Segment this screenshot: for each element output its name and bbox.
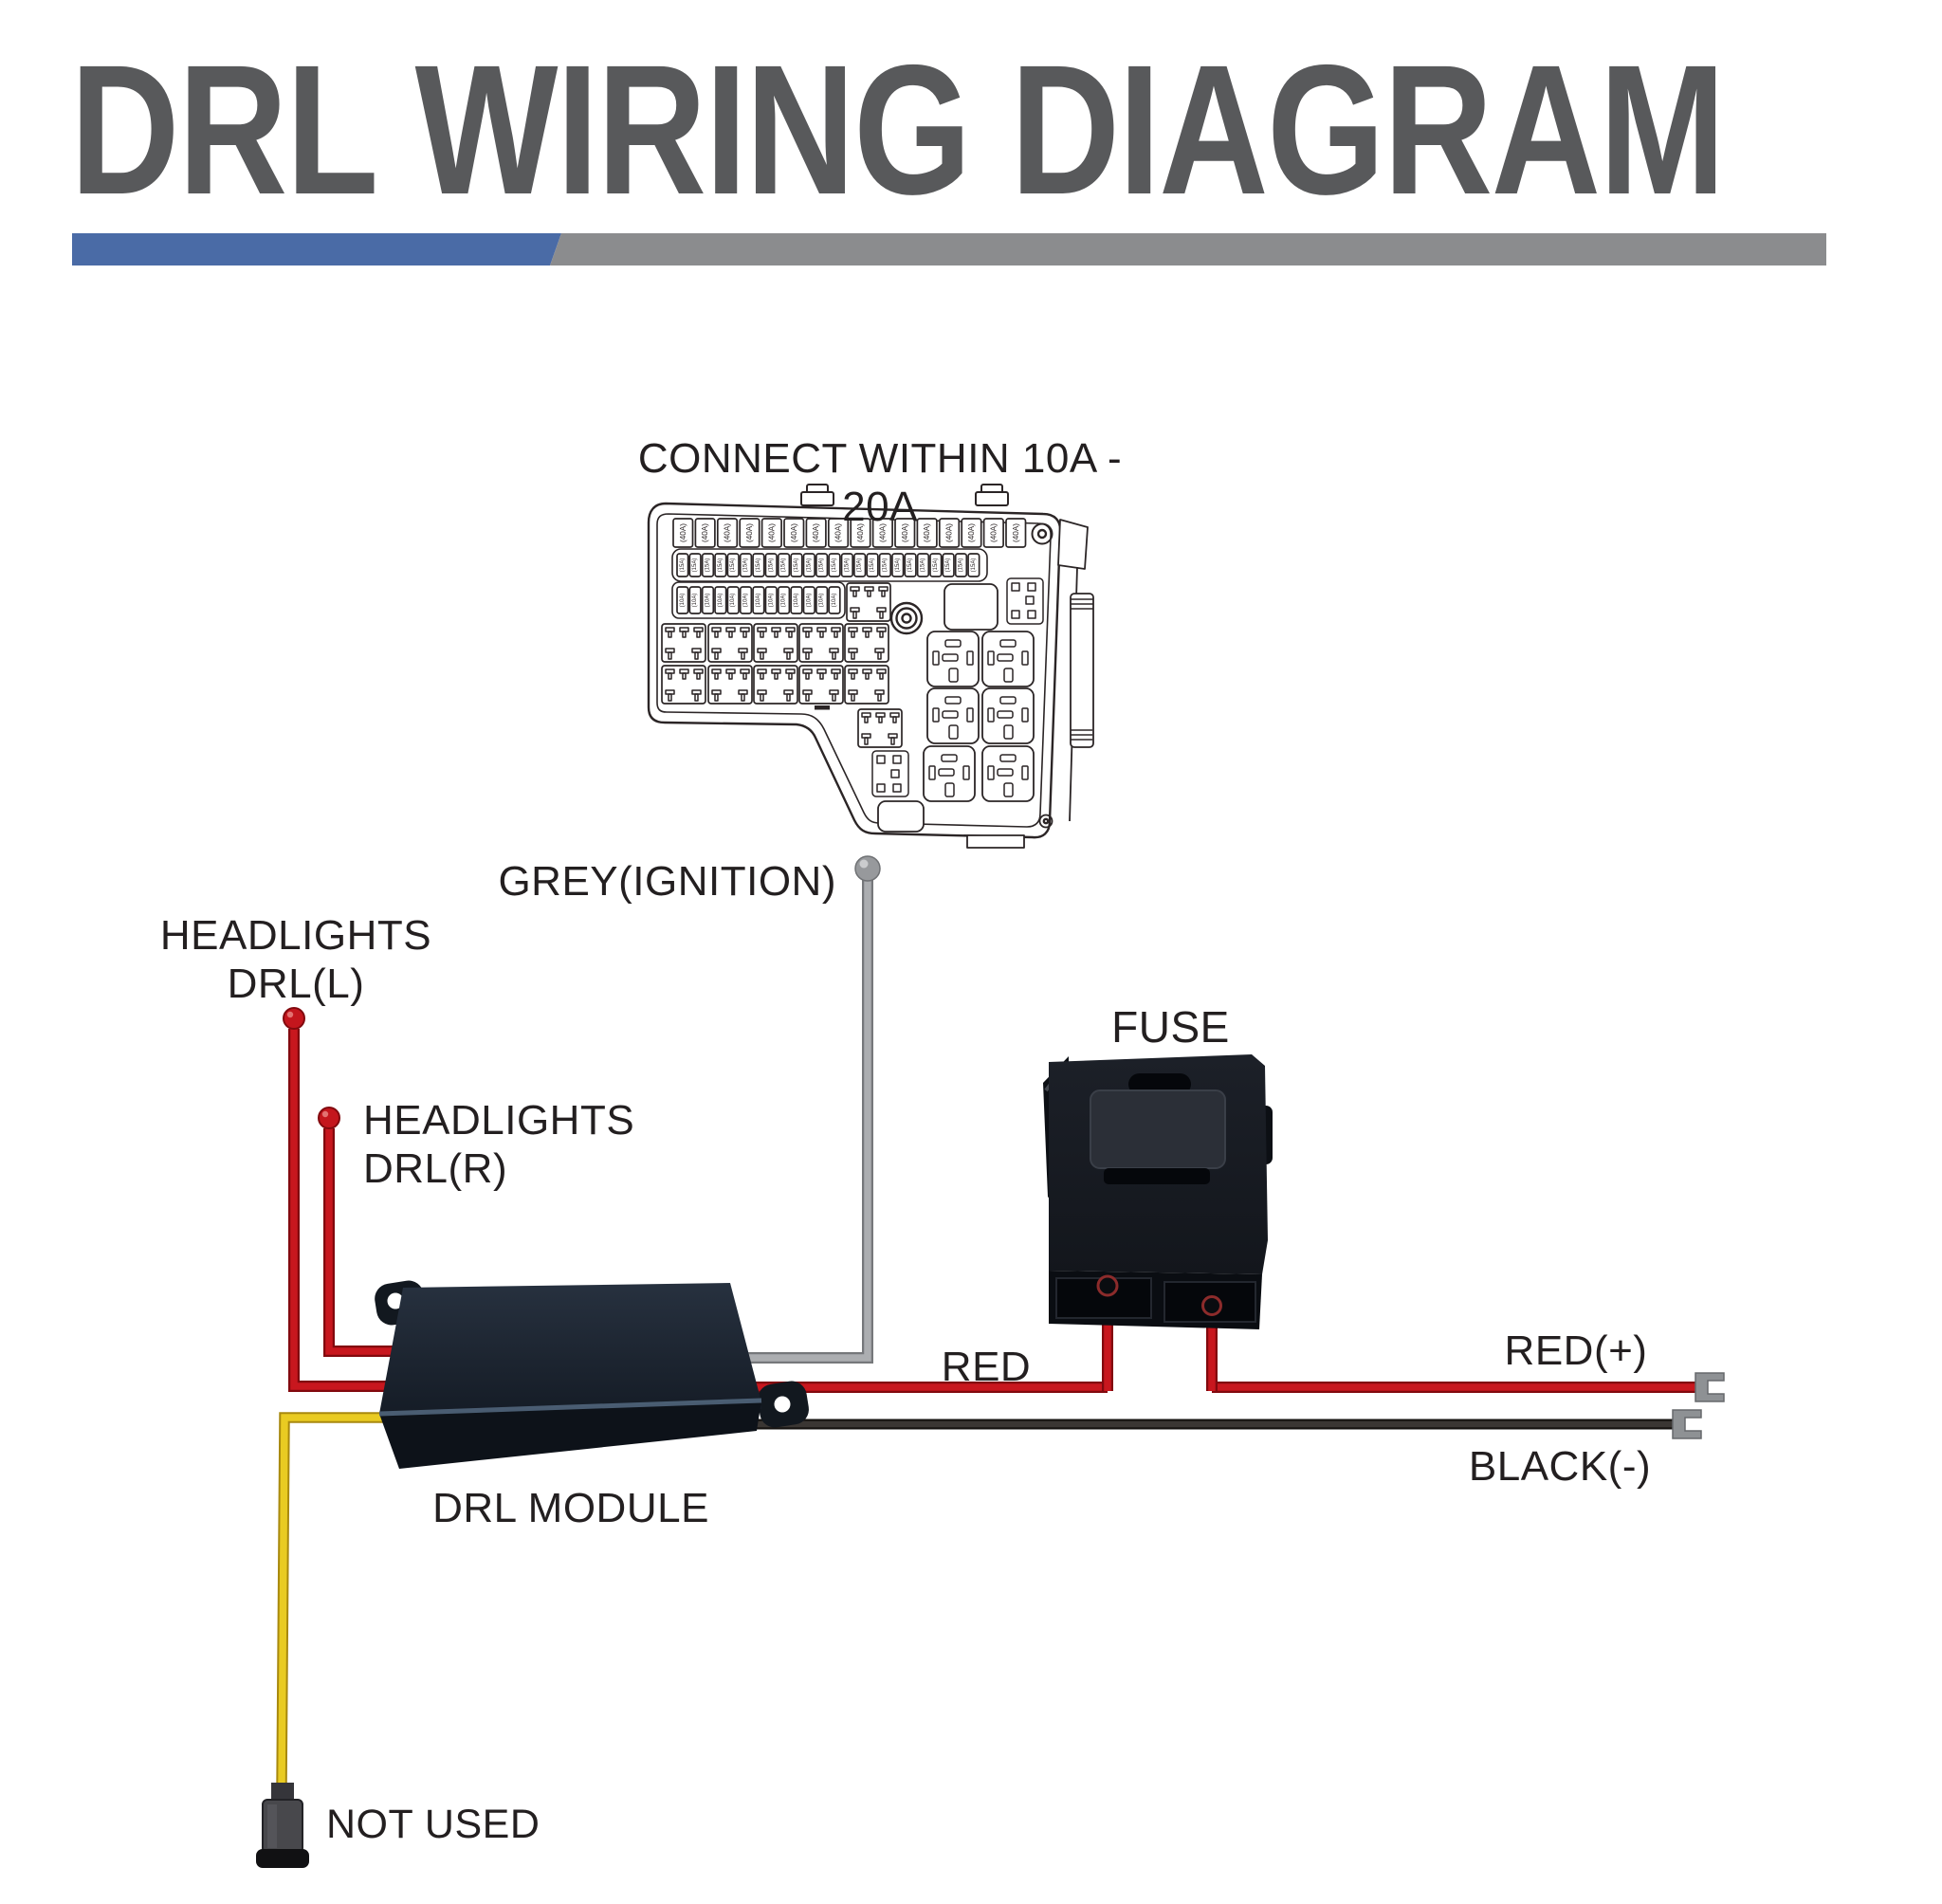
svg-text:(15A): (15A) [971, 558, 977, 573]
svg-text:(10A): (10A) [832, 594, 837, 608]
svg-text:(15A): (15A) [768, 558, 774, 573]
red-power-wire [755, 1286, 1695, 1393]
svg-text:(15A): (15A) [945, 558, 951, 573]
svg-text:(15A): (15A) [819, 558, 825, 573]
svg-text:(40A): (40A) [701, 523, 709, 542]
svg-text:(15A): (15A) [730, 558, 736, 573]
svg-text:(40A): (40A) [901, 523, 909, 542]
svg-text:(15A): (15A) [743, 558, 749, 573]
headlights-drl-left-label: HEADLIGHTS DRL(L) [123, 911, 468, 1008]
svg-text:(10A): (10A) [680, 594, 686, 608]
svg-text:(40A): (40A) [1012, 523, 1020, 542]
svg-text:(15A): (15A) [857, 558, 863, 573]
svg-text:(10A): (10A) [819, 594, 825, 608]
svg-text:(40A): (40A) [878, 523, 887, 542]
module-mount-hole-left [387, 1292, 404, 1309]
svg-text:(40A): (40A) [790, 523, 798, 542]
svg-text:(10A): (10A) [768, 594, 774, 608]
svg-text:(10A): (10A) [730, 594, 736, 608]
svg-text:(10A): (10A) [756, 594, 761, 608]
svg-text:(15A): (15A) [920, 558, 925, 573]
red-positive-label: RED(+) [1504, 1327, 1648, 1374]
svg-text:(40A): (40A) [967, 523, 976, 542]
drl-module-illustration [375, 1280, 809, 1469]
drl-right-wire-tip [318, 1107, 340, 1129]
svg-text:(40A): (40A) [834, 523, 843, 542]
svg-text:(15A): (15A) [844, 558, 850, 573]
module-mount-hole-right [774, 1396, 791, 1413]
title-underline-bar [72, 233, 1826, 265]
svg-text:(10A): (10A) [705, 594, 711, 608]
drl-module-label: DRL MODULE [432, 1485, 709, 1531]
fuse-holder-illustration [1043, 1054, 1273, 1329]
svg-text:(40A): (40A) [923, 523, 931, 542]
svg-text:(40A): (40A) [745, 523, 754, 542]
headlight-right-wire [318, 1107, 403, 1357]
svg-text:(10A): (10A) [692, 594, 698, 608]
svg-text:(10A): (10A) [718, 594, 724, 608]
headlight-left-wire [283, 1007, 398, 1392]
headlights-right-line1: HEADLIGHTS [363, 1097, 635, 1144]
svg-text:(15A): (15A) [806, 558, 812, 573]
svg-text:(15A): (15A) [692, 558, 698, 573]
svg-text:(10A): (10A) [781, 594, 787, 608]
svg-text:(40A): (40A) [989, 523, 998, 542]
svg-text:(40A): (40A) [724, 523, 732, 542]
fuse-socket-right [1201, 1295, 1222, 1316]
svg-text:(15A): (15A) [895, 558, 901, 573]
svg-text:(15A): (15A) [705, 558, 711, 573]
page-title: DRL WIRING DIAGRAM [70, 27, 1726, 233]
black-terminal-connector [1672, 1409, 1702, 1439]
red-wire-label: RED [941, 1344, 1032, 1390]
headlights-left-line2: DRL(L) [227, 961, 365, 1007]
drl-left-wire-tip [283, 1007, 305, 1030]
not-used-connector [256, 1783, 309, 1868]
svg-text:(40A): (40A) [812, 523, 820, 542]
svg-text:(15A): (15A) [832, 558, 837, 573]
fusebox-fuse-row2: (15A) (15A) (15A) (15A) (15A) (15A) (15A) (15A)… [676, 553, 980, 577]
bar-grey-segment [550, 233, 1826, 265]
black-negative-label: BLACK(-) [1468, 1443, 1652, 1490]
svg-text:(40A): (40A) [945, 523, 954, 542]
headlights-left-line1: HEADLIGHTS [159, 912, 432, 959]
fuse-label: FUSE [1111, 1002, 1230, 1052]
bar-blue-segment [72, 233, 561, 265]
svg-text:(10A): (10A) [743, 594, 749, 608]
svg-text:(15A): (15A) [718, 558, 724, 573]
yellow-unused-wire [276, 1412, 398, 1789]
fuse-socket-left [1096, 1274, 1119, 1297]
svg-text:(15A): (15A) [680, 558, 686, 573]
not-used-label: NOT USED [326, 1802, 540, 1847]
svg-text:(15A): (15A) [882, 558, 888, 573]
svg-text:(15A): (15A) [870, 558, 875, 573]
svg-text:(15A): (15A) [907, 558, 913, 573]
red-terminal-connector [1695, 1372, 1725, 1402]
fusebox-illustration: (40A) (40A) (40A) (40A) (40A) (40A) (40A) (40A)… [647, 484, 1094, 849]
svg-text:(10A): (10A) [794, 594, 799, 608]
grey-wire-tip [854, 855, 881, 882]
svg-text:(40A): (40A) [679, 523, 687, 542]
svg-text:(15A): (15A) [756, 558, 761, 573]
headlights-drl-right-label: HEADLIGHTS DRL(R) [363, 1096, 761, 1193]
svg-text:(15A): (15A) [933, 558, 939, 573]
fusebox-fuse-row1: (40A) (40A) (40A) (40A) (40A) (40A) (40A) (40A)… [672, 518, 1027, 548]
fusebox-fuse-row3: (10A) (10A) (10A) (10A) (10A) (10A) (10A) (10A)… [676, 586, 841, 614]
grey-ignition-label: GREY(IGNITION) [498, 858, 836, 905]
svg-text:(40A): (40A) [767, 523, 776, 542]
fusebox-caption: CONNECT WITHIN 10A - 20A [637, 435, 1123, 530]
svg-text:(10A): (10A) [806, 594, 812, 608]
svg-text:(15A): (15A) [959, 558, 964, 573]
grey-ignition-wire [747, 855, 881, 1364]
svg-text:(40A): (40A) [856, 523, 865, 542]
svg-text:(15A): (15A) [794, 558, 799, 573]
svg-text:(15A): (15A) [781, 558, 787, 573]
headlights-right-line2: DRL(R) [363, 1145, 508, 1192]
